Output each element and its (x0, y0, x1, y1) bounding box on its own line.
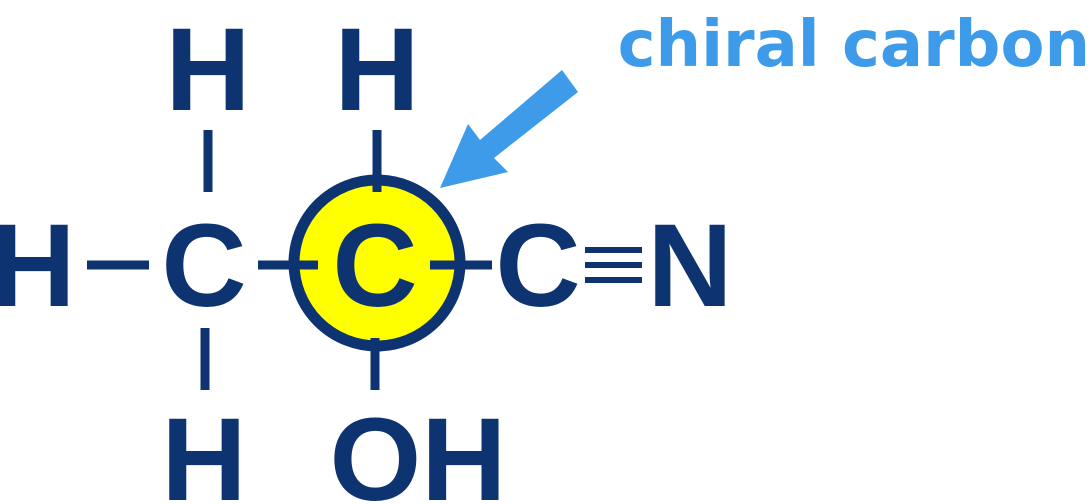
atom-n-nitrile: N (647, 200, 732, 332)
atom-oh: OH (330, 394, 507, 504)
arrow-icon (440, 70, 578, 188)
atom-h-top-center: H (334, 4, 419, 136)
atom-h-bottom-left: H (161, 394, 246, 504)
chiral-carbon-label: chiral carbon (618, 8, 1090, 82)
atom-h-left: H (0, 200, 76, 332)
atom-h-top-left: H (165, 4, 250, 136)
atom-c-chiral: C (332, 200, 417, 332)
triple-bond (585, 247, 642, 283)
atom-c-nitrile: C (495, 200, 580, 332)
atom-c-methyl: C (161, 200, 246, 332)
